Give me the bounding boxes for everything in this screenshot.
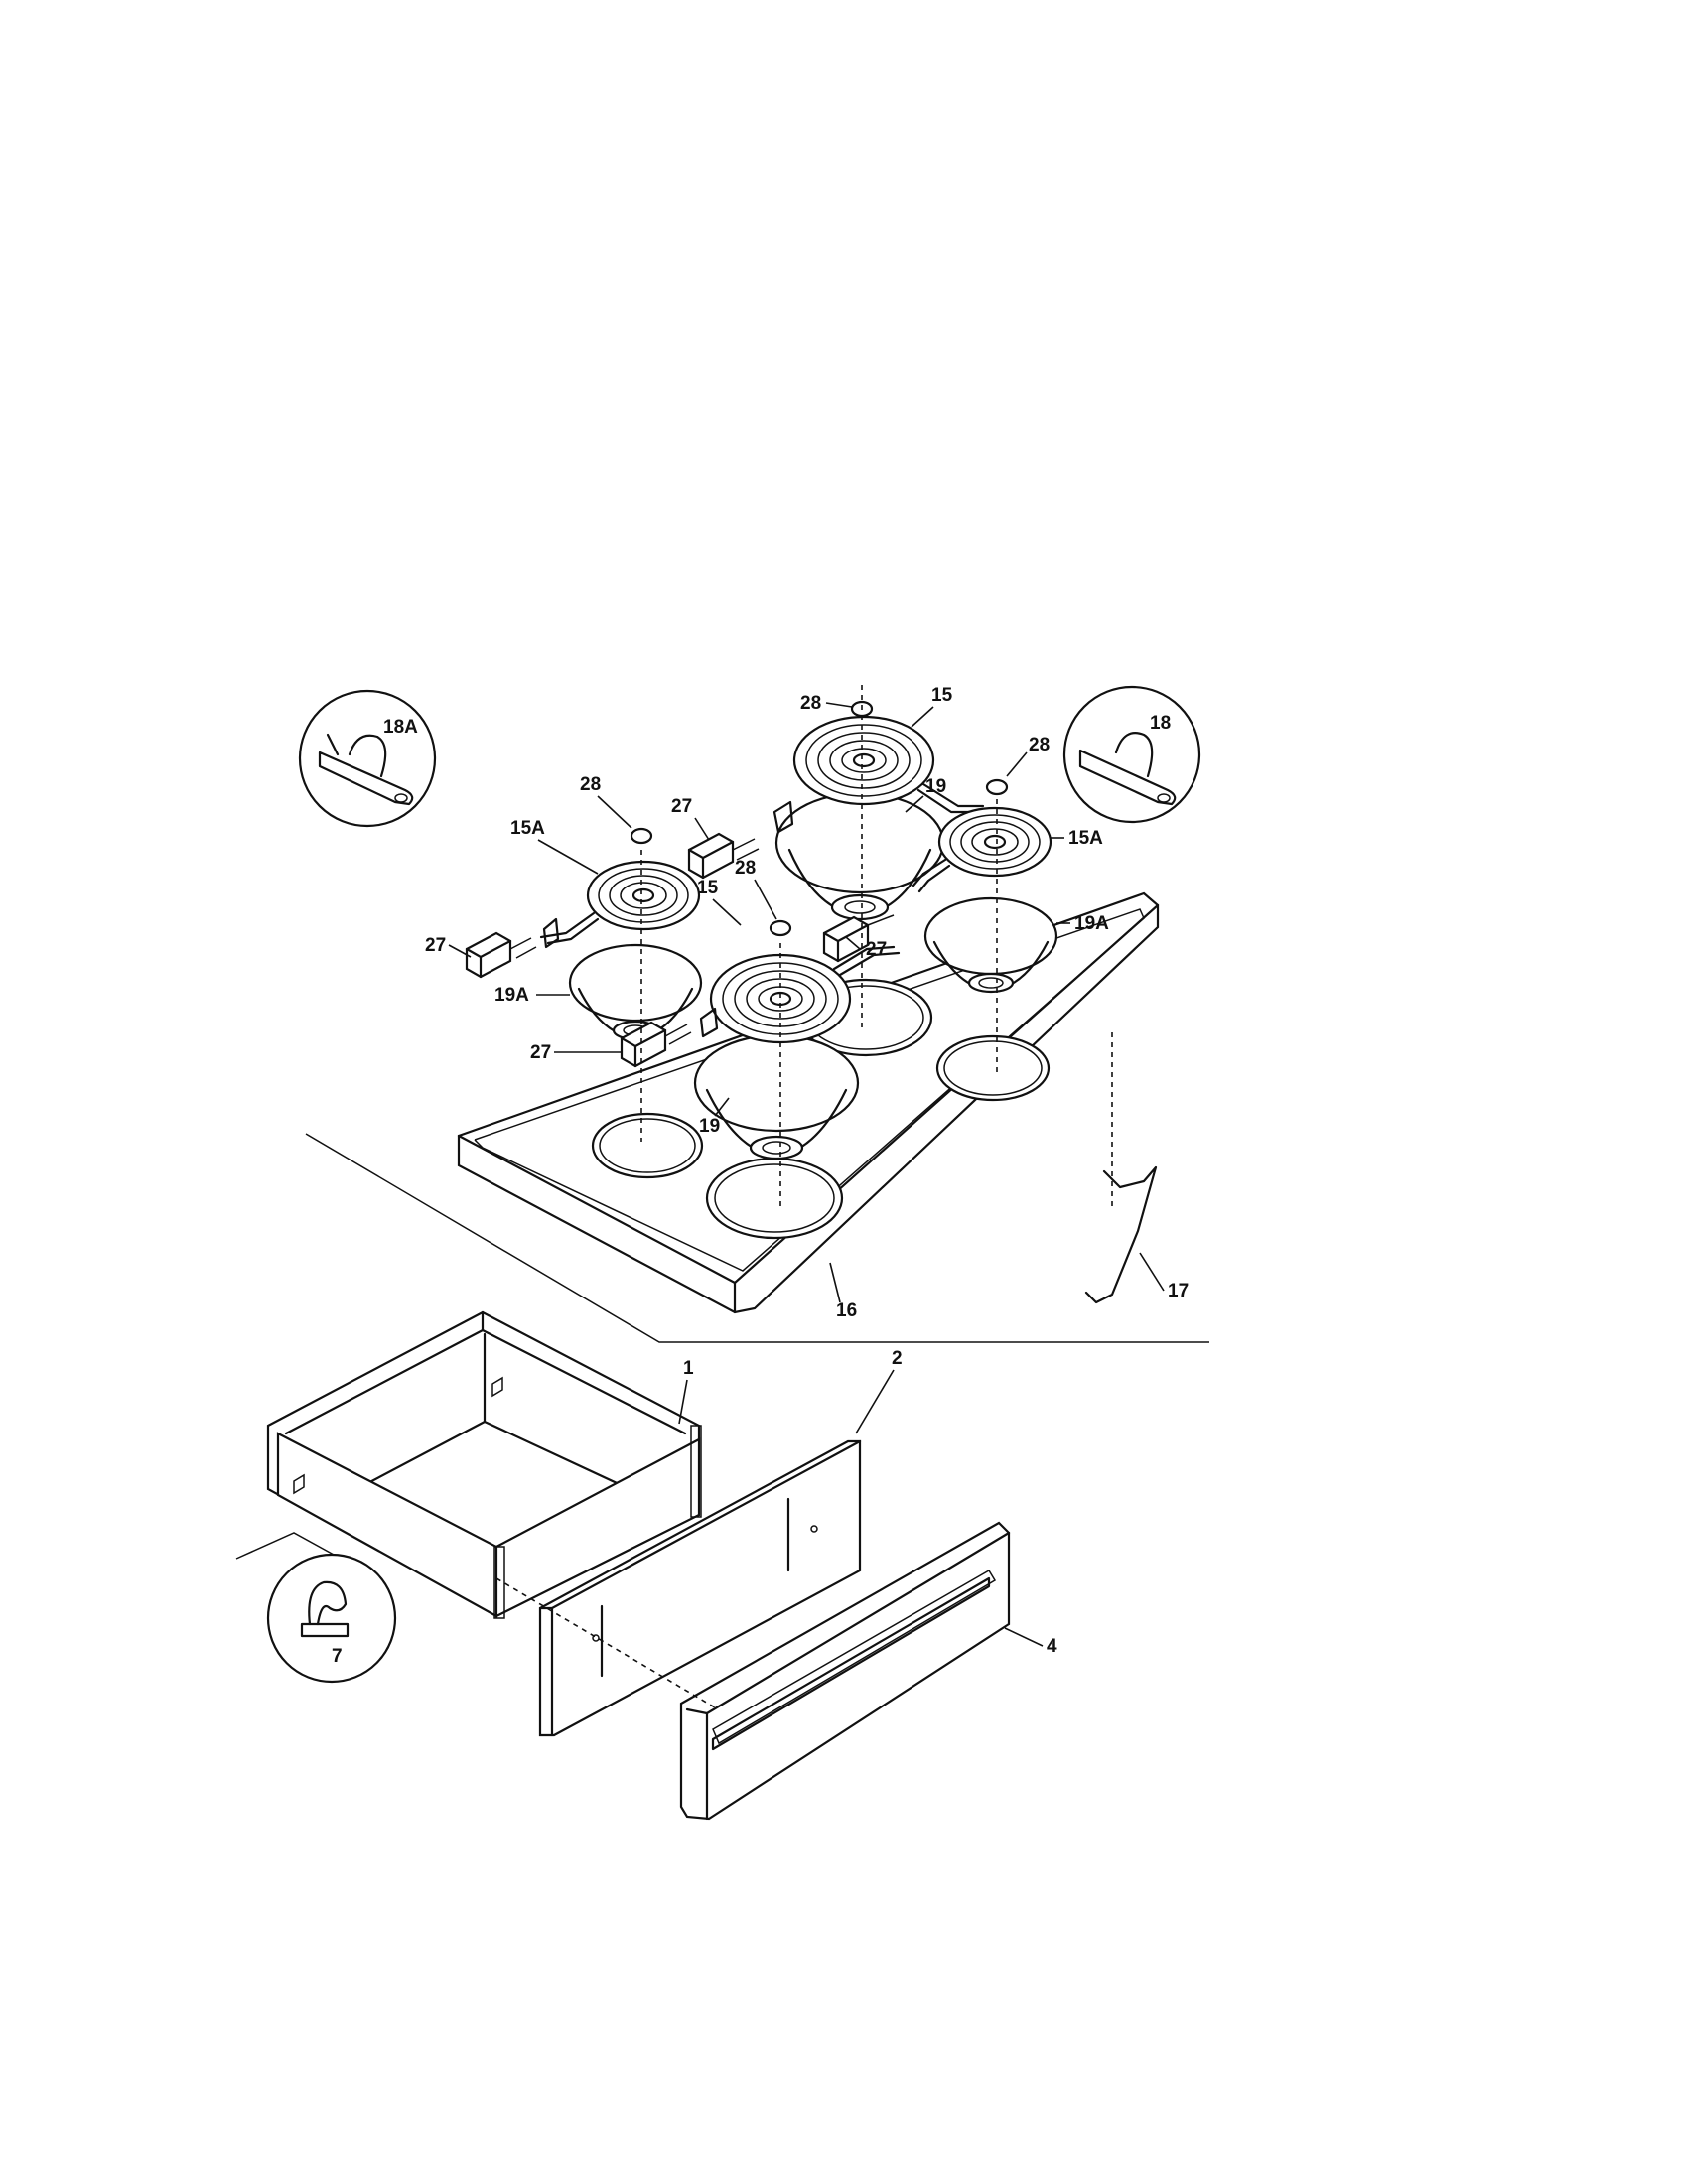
- burner-opening-rear-right: [935, 1034, 1051, 1102]
- surface-element-small-left: [539, 860, 701, 945]
- callout-28-right: 28: [1029, 735, 1050, 755]
- callout-15A-left: 15A: [510, 818, 545, 839]
- receptacle-block-left: [465, 917, 560, 979]
- callout-2: 2: [892, 1348, 903, 1369]
- callout-4: 4: [1047, 1636, 1057, 1657]
- receptacle-block-right: [822, 914, 895, 963]
- callout-28-center: 28: [735, 858, 756, 879]
- trim-ring-center: [769, 919, 792, 937]
- callout-15-top: 15: [931, 685, 953, 706]
- section-divider-line: [305, 1133, 1209, 1343]
- callout-27-upper: 27: [671, 796, 692, 817]
- drawer-back-panel: [538, 1439, 862, 1737]
- callout-19A-right: 19A: [1074, 913, 1109, 934]
- callout-15A-right: 15A: [1068, 828, 1103, 849]
- drip-bowl-front: [693, 1033, 860, 1160]
- burner-opening-front-left: [591, 1112, 704, 1179]
- burner-opening-front-right: [705, 1157, 844, 1240]
- callout-27-right: 27: [866, 939, 887, 960]
- callout-27-front: 27: [530, 1042, 551, 1063]
- callout-1: 1: [683, 1358, 694, 1379]
- callout-18A: 18A: [383, 717, 418, 738]
- drawer-front-panel: [679, 1521, 1011, 1821]
- callout-28-left: 28: [580, 774, 601, 795]
- callout-27-left: 27: [425, 935, 446, 956]
- callouts: 28 15 18A 18 28 28 27 19 15A 15A 28 15 1…: [332, 685, 1189, 1667]
- receptacle-block-upper: [687, 800, 794, 880]
- detail-circle-18A: [298, 689, 437, 828]
- surface-element-small-right: [912, 806, 1052, 893]
- callout-19A-left: 19A: [494, 985, 529, 1006]
- drip-bowl-rear: [774, 791, 945, 921]
- trim-ring-left: [630, 827, 653, 845]
- drip-bowl-small-left: [568, 943, 703, 1041]
- detail-circle-7: [235, 1532, 397, 1684]
- trim-ring-right: [985, 778, 1009, 796]
- callout-7: 7: [332, 1646, 343, 1667]
- callout-17: 17: [1168, 1281, 1189, 1301]
- callout-15-center: 15: [697, 878, 719, 898]
- storage-drawer: [266, 1310, 702, 1619]
- wire-bracket: [1084, 1165, 1158, 1304]
- callout-28-top: 28: [800, 693, 821, 714]
- callout-16: 16: [836, 1300, 857, 1321]
- callout-19-front: 19: [699, 1116, 720, 1137]
- detail-circle-18: [1062, 685, 1201, 824]
- callout-19-top: 19: [925, 776, 946, 797]
- surface-element-large-rear: [792, 715, 985, 814]
- drip-bowl-small-right: [923, 896, 1058, 994]
- callout-18: 18: [1150, 713, 1171, 734]
- receptacle-block-front: [620, 1007, 719, 1068]
